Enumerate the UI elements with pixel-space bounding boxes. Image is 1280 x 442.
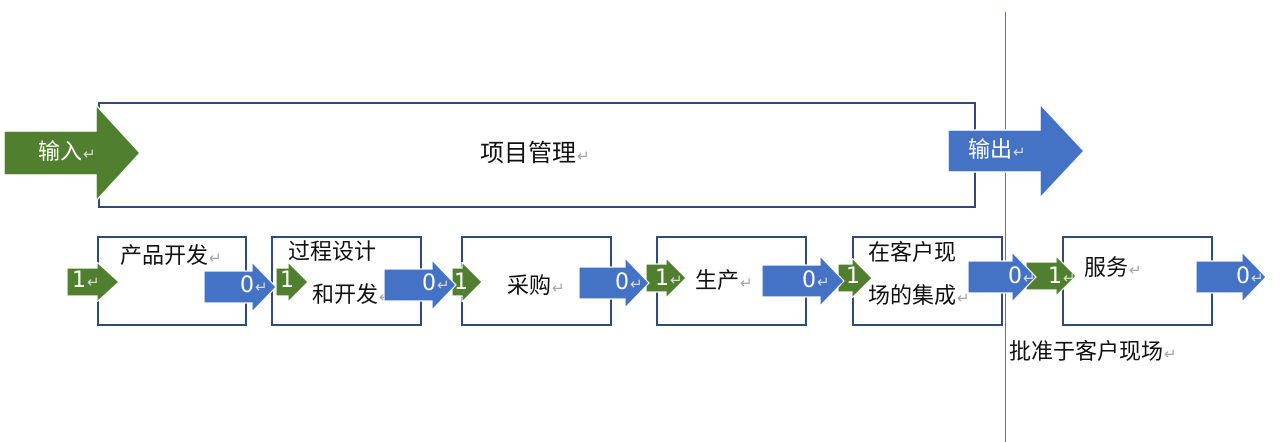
step-label-site-integration-line2: 场的集成↵ bbox=[868, 284, 970, 309]
step-output-arrow-icon bbox=[968, 252, 1037, 302]
step-label-product-development: 产品开发↵ bbox=[120, 244, 222, 269]
step-input-arrow-icon bbox=[67, 262, 120, 302]
step-output-value: 0↵ bbox=[1236, 264, 1264, 289]
step-output-arrow-icon bbox=[204, 262, 277, 312]
step-input-value: 1↵ bbox=[72, 268, 100, 293]
input-arrow-icon bbox=[4, 105, 142, 201]
step-input-arrow-icon bbox=[838, 258, 873, 298]
step-input-value: 1 bbox=[454, 270, 468, 295]
step-label-service: 服务↵ bbox=[1084, 256, 1142, 281]
step-input-value: 1↵ bbox=[1048, 264, 1076, 289]
project-management-box bbox=[98, 102, 976, 208]
step-input-arrow-icon bbox=[452, 262, 483, 302]
step-input-arrow-icon bbox=[1026, 256, 1077, 296]
step-output-arrow-icon bbox=[762, 256, 845, 306]
step-label-procurement: 采购↵ bbox=[507, 274, 565, 299]
step-output-value: 0↵ bbox=[240, 273, 268, 298]
step-output-arrow-icon bbox=[1196, 252, 1267, 302]
step-input-value: 1 bbox=[280, 268, 294, 293]
step-output-arrow-icon bbox=[384, 260, 457, 310]
step-output-value: 0↵ bbox=[615, 270, 643, 295]
step-input-value: 1 bbox=[846, 264, 860, 289]
step-output-arrow-icon bbox=[579, 258, 650, 308]
step-label-production: 生产↵ bbox=[695, 269, 753, 294]
step-output-value: 0↵ bbox=[422, 271, 450, 296]
input-label: 输入↵ bbox=[38, 140, 96, 165]
step-output-value: 0↵ bbox=[802, 268, 830, 293]
step-input-value: 1↵ bbox=[655, 266, 683, 291]
approval-label: 批准于客户现场↵ bbox=[1009, 340, 1177, 365]
step-label-process-design-line1: 过程设计 bbox=[288, 240, 377, 265]
step-input-arrow-icon bbox=[646, 258, 687, 298]
step-output-value: 0↵ bbox=[1008, 264, 1036, 289]
output-label: 输出↵ bbox=[968, 138, 1026, 163]
step-input-arrow-icon bbox=[276, 262, 309, 302]
output-arrow-icon bbox=[948, 104, 1086, 198]
step-label-process-design-line2: 和开发↵ bbox=[312, 283, 392, 308]
step-box-service bbox=[1062, 236, 1213, 326]
project-management-label: 项目管理↵ bbox=[480, 139, 590, 167]
step-label-site-integration-line1: 在客户现 bbox=[868, 241, 957, 266]
phase-divider-line bbox=[1005, 12, 1006, 442]
